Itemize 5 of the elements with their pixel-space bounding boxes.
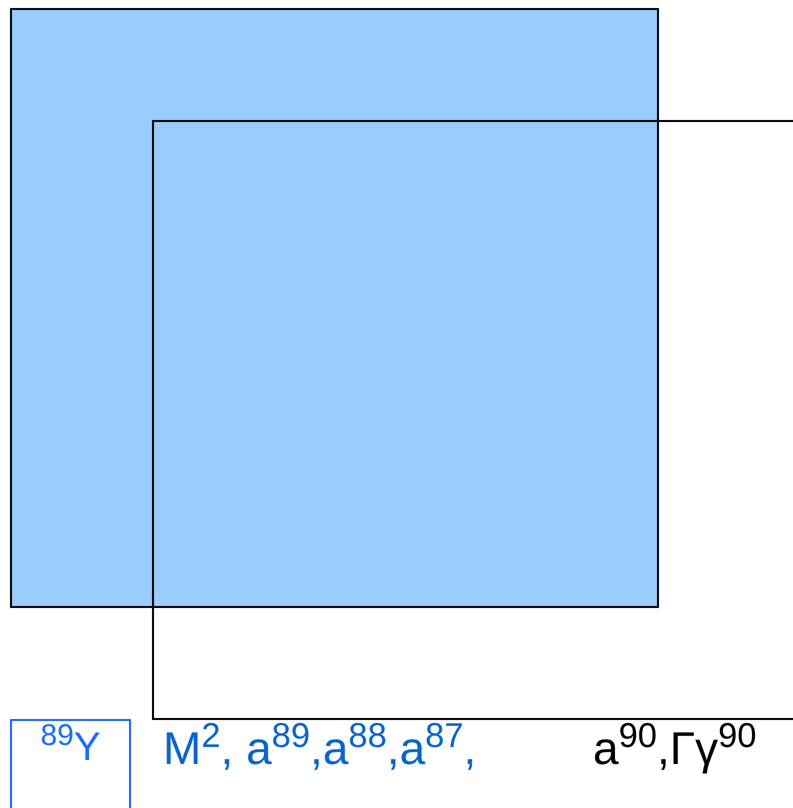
box-shape <box>10 8 659 608</box>
box-shape <box>152 120 793 720</box>
formula-text: M$^{2}$, a$^{89}$,a$^{88}$,a$^{87}$, <box>163 720 476 776</box>
text-box <box>10 719 131 808</box>
formula-text: a$^{90}$,Γγ$^{90}$ <box>593 720 756 776</box>
